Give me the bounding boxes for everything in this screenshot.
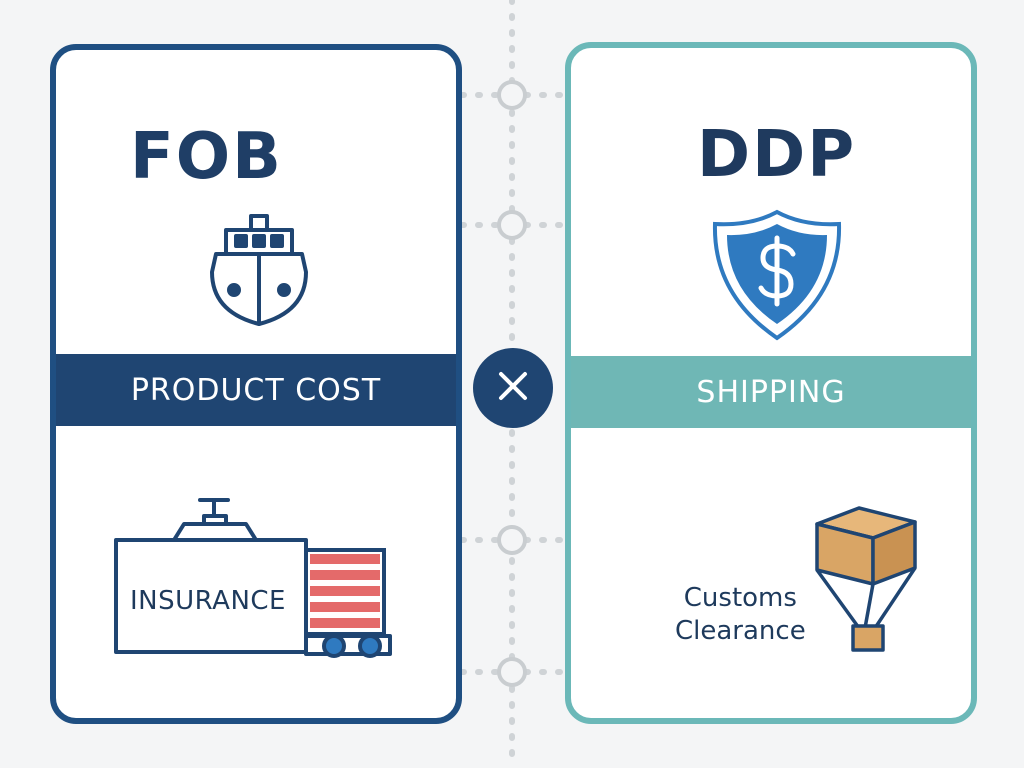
insurance-label: INSURANCE <box>130 586 286 616</box>
ddp-title: DDP <box>697 118 857 192</box>
shipping-label: SHIPPING <box>696 374 846 410</box>
clearance-line: Clearance <box>675 616 806 646</box>
shipping-band: SHIPPING <box>571 356 971 428</box>
fob-card: FOB PRODUCT COST <box>50 44 462 724</box>
shield-dollar-icon <box>707 208 847 346</box>
customs-line: Customs <box>683 583 797 613</box>
multiply-badge <box>473 348 553 428</box>
multiply-icon <box>493 366 533 410</box>
customs-clearance-label: Customs Clearance <box>675 582 806 648</box>
ship-icon <box>206 212 316 336</box>
cargo-ship-icon <box>108 486 398 670</box>
ddp-card: DDP SHIPPING <box>565 42 977 724</box>
fob-title: FOB <box>130 120 283 194</box>
parachute-box-icon <box>807 498 927 662</box>
product-cost-label: PRODUCT COST <box>130 372 382 408</box>
product-cost-band: PRODUCT COST <box>56 354 456 426</box>
